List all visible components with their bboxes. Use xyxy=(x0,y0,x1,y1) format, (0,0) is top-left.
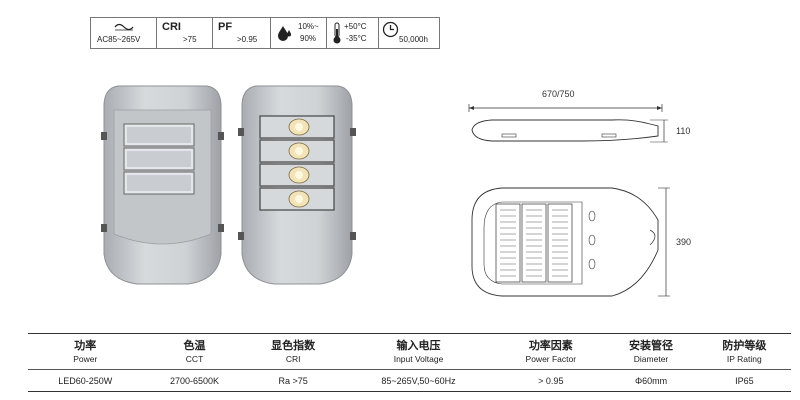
pf-spec: PF >0.95 xyxy=(213,18,271,48)
lifespan-spec: 50,000h xyxy=(379,18,439,48)
street-light-4-lens-photo xyxy=(238,85,356,285)
table-row: LED60-250W 2700-6500K Ra >75 85~265V,50~… xyxy=(28,370,791,392)
cri-spec: CRI >75 xyxy=(157,18,213,48)
cell-diameter: Φ60mm xyxy=(634,375,668,386)
pf-value: >0.95 xyxy=(237,35,258,44)
voltage-spec: AC85~265V xyxy=(91,18,157,48)
thermometer-icon xyxy=(333,22,341,44)
ac-wave-icon xyxy=(114,23,134,31)
humidity-line1: 10%~ xyxy=(298,22,319,31)
cri-label: CRI xyxy=(162,21,181,33)
temperature-line2: -35°C xyxy=(346,34,367,43)
spec-icon-strip: AC85~265V CRI >75 PF >0.95 10%~ 90% +50°… xyxy=(90,17,440,49)
cell-ip-rating: IP65 xyxy=(735,375,754,386)
side-view-drawing xyxy=(468,104,668,143)
clock-icon xyxy=(382,21,399,38)
humidity-spec: 10%~ 90% xyxy=(271,18,327,48)
pf-label: PF xyxy=(218,21,233,33)
humidity-line2: 90% xyxy=(300,34,317,43)
top-view-drawing xyxy=(471,187,670,297)
width-dimension: 390 xyxy=(676,237,692,247)
cell-power: LED60-250W xyxy=(58,375,113,386)
cell-input-voltage: 85~265V,50~60Hz xyxy=(381,375,456,386)
lifespan-text: 50,000h xyxy=(399,35,428,44)
cell-cct: 2700-6500K xyxy=(170,375,220,386)
temperature-spec: +50°C -35°C xyxy=(327,18,379,48)
cri-value: >75 xyxy=(183,35,197,44)
voltage-text: AC85~265V xyxy=(97,35,141,44)
cell-power-factor: > 0.95 xyxy=(538,375,564,386)
height-dimension: 110 xyxy=(676,126,691,136)
length-dimension: 670/750 xyxy=(542,89,575,99)
temperature-line1: +50°C xyxy=(344,22,367,31)
water-drop-icon xyxy=(278,26,291,41)
cell-cri: Ra >75 xyxy=(278,375,308,386)
street-light-3-module-photo xyxy=(101,85,224,285)
